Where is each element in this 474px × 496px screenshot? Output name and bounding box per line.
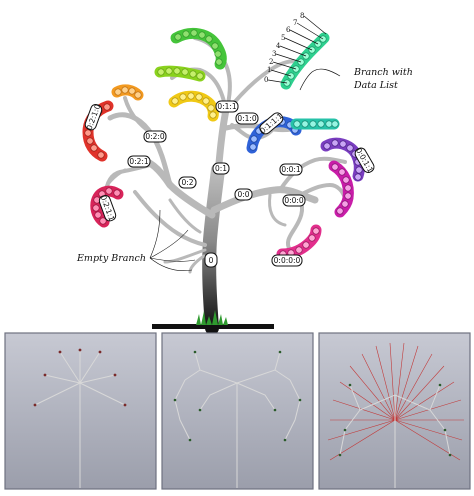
label-0-0: 0:0 (234, 188, 253, 201)
index-8: 8 (300, 12, 304, 20)
index-1: 1 (267, 66, 271, 74)
label-0-0-0-0: 0:0:0:0 (271, 254, 303, 267)
label-0-1-1: 0:1:1 (215, 100, 239, 113)
tree-panel-dense (318, 332, 471, 490)
data-list-indices: 0 1 2 3 4 5 6 7 8 (264, 12, 304, 84)
annotation-data-list: Data List (353, 80, 398, 91)
label-0-2-0: 0:2:0 (143, 130, 167, 143)
index-6: 6 (286, 26, 291, 34)
tree-panel-medium (161, 332, 314, 490)
label-0-2: 0:2 (178, 176, 197, 189)
annotation-branch-with: Branch with (353, 67, 413, 78)
empty-branch-callout-lines (149, 209, 196, 271)
tree-panel-sparse (4, 332, 157, 490)
index-4: 4 (276, 42, 281, 50)
index-2: 2 (269, 58, 273, 66)
trunk (202, 163, 225, 335)
grass (196, 310, 228, 325)
leaf-cluster-top-green (170, 27, 227, 70)
svg-text:0:1:0: 0:1:0 (237, 114, 257, 123)
branch-labels: 0 0:1 0:2 0:0 0:1:1 0:1:0 0:2:1 0:2:0 (85, 100, 375, 268)
index-3: 3 (272, 50, 276, 58)
svg-text:0:1:1: 0:1:1 (217, 102, 237, 111)
leaf-cluster-yellow (168, 90, 219, 122)
leaf-cluster-mint-datalist (267, 15, 330, 90)
label-0-0-0: 0:0:0 (282, 194, 306, 207)
label-0-1: 0:1 (212, 162, 230, 175)
svg-text:0:0:0: 0:0:0 (284, 196, 304, 205)
datalist-callout-line (299, 68, 341, 91)
tree-branches (98, 36, 347, 335)
leaf-cluster-magenta (328, 160, 354, 218)
label-0-0-1: 0:0:1 (279, 163, 303, 176)
label-0-1-0: 0:1:0 (235, 112, 259, 125)
annotation-empty-branch: Empty Branch (76, 253, 146, 264)
ground-bar (152, 324, 274, 329)
svg-text:0:2:1: 0:2:1 (129, 157, 149, 166)
svg-text:0:2:0: 0:2:0 (145, 132, 165, 141)
svg-text:0:0: 0:0 (237, 190, 249, 199)
leaf-cluster-pink (276, 224, 322, 260)
index-5: 5 (281, 34, 285, 42)
svg-text:0:0:0:0: 0:0:0:0 (274, 256, 301, 265)
index-7: 7 (293, 19, 297, 27)
fan-rays (327, 342, 464, 461)
label-0-2-1: 0:2:1 (127, 155, 151, 168)
leaf-cluster-crimson (90, 185, 124, 228)
bottom-panels (4, 332, 471, 490)
leaf-cluster-teal (290, 118, 340, 130)
svg-text:0: 0 (209, 256, 214, 265)
label-0: 0 (204, 252, 218, 268)
svg-text:0:0:1: 0:0:1 (281, 165, 301, 174)
annotations: Branch with Data List Empty Branch (76, 67, 413, 271)
leaf-cluster-lime (154, 65, 206, 82)
svg-text:0:1: 0:1 (215, 164, 227, 173)
leaf-cluster-orange (111, 84, 144, 101)
index-0: 0 (264, 76, 268, 84)
svg-text:0:2: 0:2 (181, 178, 193, 187)
ground (152, 310, 274, 329)
